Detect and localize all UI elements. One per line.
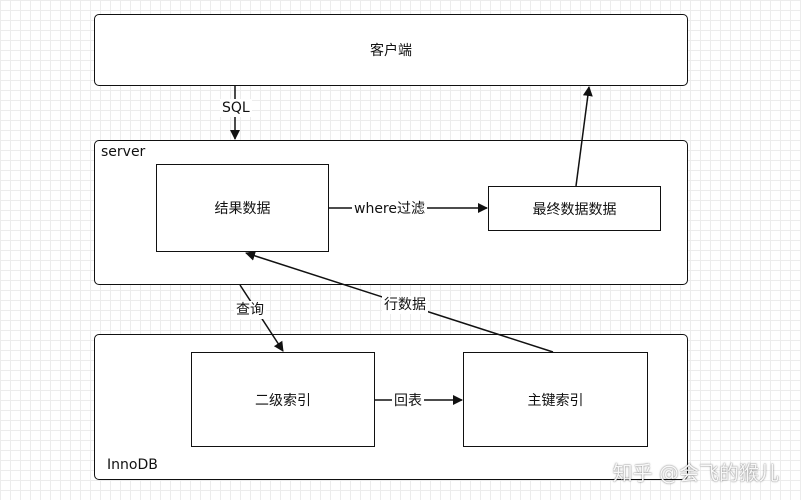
final-data-box: 最终数据数据 xyxy=(488,186,661,231)
primary-index-box: 主键索引 xyxy=(463,352,648,447)
watermark: 知乎 @会飞的猴儿 xyxy=(612,461,779,485)
result-data-label: 结果数据 xyxy=(214,201,271,217)
innodb-label: InnoDB xyxy=(107,457,158,473)
query-edge-label: 查询 xyxy=(234,301,266,319)
client-label: 客户端 xyxy=(370,43,412,59)
where-filter-edge-label: where过滤 xyxy=(352,200,427,218)
client-box: 客户端 xyxy=(94,14,688,86)
server-label: server xyxy=(101,144,146,160)
secondary-index-box: 二级索引 xyxy=(191,352,375,447)
row-data-edge-label: 行数据 xyxy=(382,296,428,314)
back-to-table-edge-label: 回表 xyxy=(392,392,424,410)
final-data-label: 最终数据数据 xyxy=(532,201,617,218)
sql-edge-label: SQL xyxy=(220,99,252,117)
secondary-index-label: 二级索引 xyxy=(255,392,311,409)
primary-index-label: 主键索引 xyxy=(527,392,584,409)
result-data-box: 结果数据 xyxy=(156,164,329,252)
